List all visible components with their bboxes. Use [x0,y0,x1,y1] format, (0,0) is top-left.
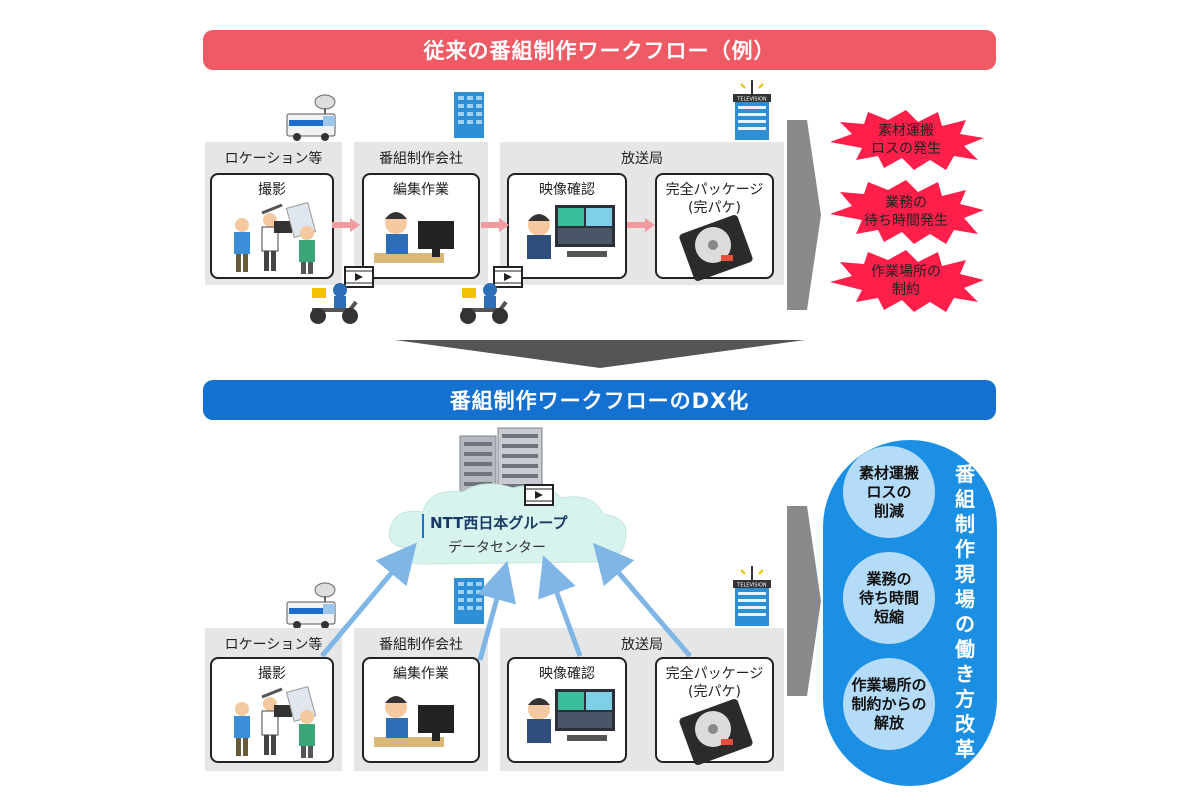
flow-arrow-1 [332,218,360,232]
card-review: 映像確認 [507,173,627,279]
card-editing: 編集作業 [362,173,480,279]
video-file-icon [344,266,374,288]
card-label-package: 完全パッケージ (完パケ) [665,182,764,216]
hard-disk-icon [679,699,753,765]
datacenter-label: データセンター [448,540,546,556]
tv-station-sign: TELEVISION [736,583,767,589]
editor-at-desk-icon [374,212,454,263]
flow-arrow-2 [481,218,509,232]
broadcast-van-icon [286,94,336,141]
stage-label-production-company-dx: 番組制作会社 [379,637,463,653]
issue-burst-2 [830,180,984,244]
stage-label-location-dx: ロケーション等 [224,637,323,653]
conventional-workflow-title: 従来の番組制作ワークフロー（例） [203,30,996,70]
stage-label-location: ロケーション等 [224,151,323,167]
card-label-shooting: 撮影 [258,182,286,198]
delivery-scooter-icon [310,283,358,324]
card-package-dx: 完全パッケージ (完パケ) [655,657,774,765]
issue-burst-3 [830,250,984,312]
editor-at-desk-icon [374,696,454,747]
tv-station-icon: TELEVISION [733,80,771,140]
office-building-icon [454,578,484,624]
result-arrow-top [787,120,821,310]
stage-label-broadcaster-dx: 放送局 [621,637,663,653]
video-review-icon [527,689,615,743]
hard-disk-icon [679,215,753,281]
dx-workflow-title: 番組制作ワークフローのDX化 [203,380,996,420]
camera-crew-icon [234,202,317,274]
tv-station-icon: TELEVISION [733,566,771,626]
office-building-icon [454,92,484,138]
flow-arrow-3 [627,218,655,232]
stage-label-broadcaster: 放送局 [621,151,663,167]
issue-text-1: 素材運搬 ロスの発生 [871,123,941,157]
issue-text-3: 作業場所の 制約 [871,264,941,298]
benefit-circle-1: 素材運搬 ロスの 削減 [843,446,935,538]
card-editing-dx: 編集作業 [362,657,480,763]
stage-label-production-company: 番組制作会社 [379,151,463,167]
datacenter-name: NTT西日本グループ [430,514,568,532]
card-shooting-dx: 撮影 [210,657,334,763]
card-review-dx: 映像確認 [507,657,627,763]
video-file-icon [524,484,554,506]
video-file-icon [493,266,523,288]
delivery-scooter-icon [460,283,508,324]
card-label-editing-dx: 編集作業 [393,666,449,682]
work-style-reform-label: 番 組 制 作 現 場 の 働 き 方 改 革 [955,462,975,761]
card-label-shooting-dx: 撮影 [258,666,286,682]
benefit-circle-2: 業務の 待ち時間 短縮 [843,552,935,644]
tv-station-sign: TELEVISION [736,97,767,103]
benefit-circle-3: 作業場所の 制約からの 解放 [843,658,935,750]
card-label-package-dx: 完全パッケージ (完パケ) [665,666,764,700]
issue-burst-1 [830,110,984,170]
result-arrow-bottom [787,506,821,696]
card-label-review-dx: 映像確認 [539,666,595,682]
camera-crew-icon [234,686,317,758]
card-label-review: 映像確認 [539,182,595,198]
transition-arrow-down [395,340,805,368]
card-package: 完全パッケージ (完パケ) [655,173,774,281]
issue-text-2: 業務の 待ち時間発生 [864,195,948,229]
video-review-icon [527,205,615,259]
card-shooting: 撮影 [210,173,334,279]
card-label-editing: 編集作業 [393,182,449,198]
datacenter-divider [422,514,424,538]
broadcast-van-icon [286,582,336,629]
